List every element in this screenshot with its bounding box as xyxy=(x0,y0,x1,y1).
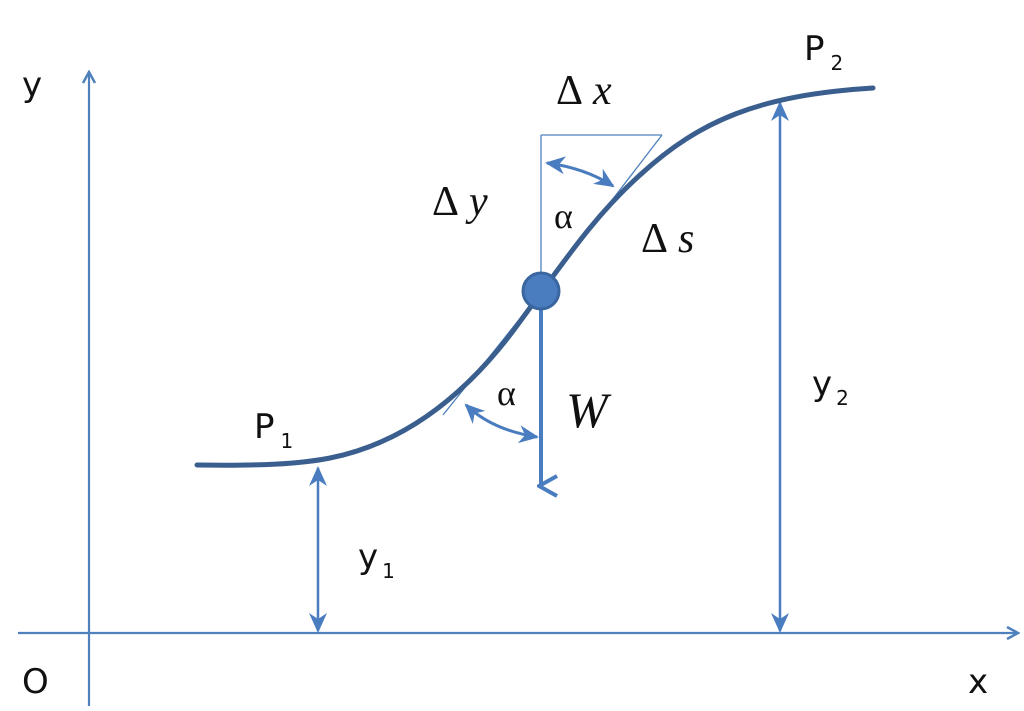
axes: y x O xyxy=(18,65,1018,706)
angle-arc-top xyxy=(545,156,615,188)
weight-label: W xyxy=(566,382,612,438)
x-axis-label: x xyxy=(968,662,988,702)
mass-ball xyxy=(521,271,561,311)
angle-arc-bottom xyxy=(464,403,539,444)
height-arrows xyxy=(309,101,789,633)
alpha-top-label: α xyxy=(554,196,573,236)
curve-path xyxy=(194,85,876,468)
angle-arcs xyxy=(464,156,615,444)
y-axis-label: y xyxy=(22,65,42,105)
alpha-bottom-label: α xyxy=(497,373,516,413)
origin-label: O xyxy=(22,662,49,702)
